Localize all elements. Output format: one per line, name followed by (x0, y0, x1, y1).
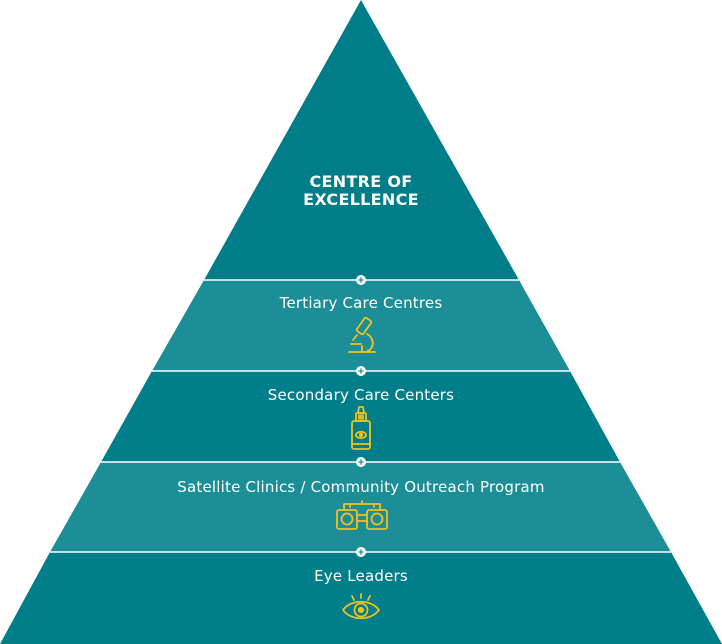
plus-marker-icon (356, 275, 366, 285)
tier-label-secondary: Secondary Care Centers (267, 386, 455, 404)
microscope-icon (348, 316, 376, 353)
plus-marker-icon (356, 547, 366, 557)
tier-section-satellite (50, 462, 671, 552)
tier-label-tertiary: Tertiary Care Centres (279, 294, 443, 312)
apex-title-line-2: EXCELLENCE (303, 190, 419, 209)
apex-title: CENTRE OF EXCELLENCE (211, 173, 511, 209)
tier-label-satellite: Satellite Clinics / Community Outreach P… (177, 478, 545, 496)
eye-drops-bottle-icon (351, 406, 371, 450)
trial-frame-glasses-icon (336, 500, 388, 530)
apex-title-line-1: CENTRE OF (309, 172, 413, 191)
tier-section-tertiary (152, 280, 570, 371)
tier-label-eye-leaders: Eye Leaders (314, 567, 408, 585)
plus-marker-icon (356, 457, 366, 467)
plus-marker-icon (356, 366, 366, 376)
eye-icon (342, 593, 380, 620)
apex-section (204, 0, 519, 280)
